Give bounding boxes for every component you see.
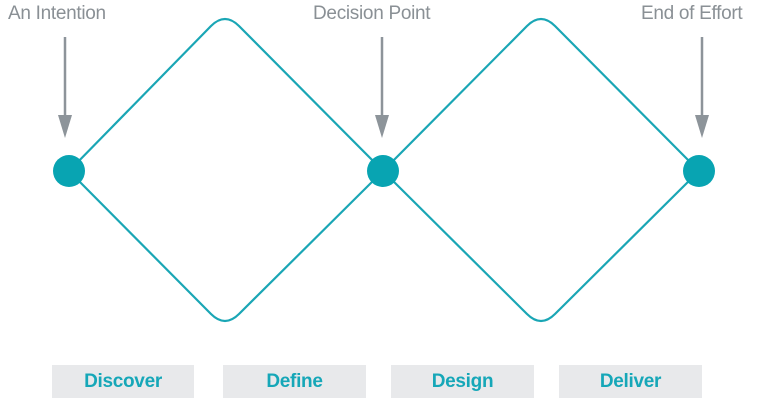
phase-define: Define bbox=[223, 365, 366, 398]
decision-node bbox=[367, 155, 399, 187]
phase-discover: Discover bbox=[52, 365, 194, 398]
diamond-design-deliver bbox=[381, 17, 701, 323]
label-decision-point: Decision Point bbox=[313, 3, 431, 24]
phase-deliver: Deliver bbox=[559, 365, 702, 398]
arrow-icon bbox=[58, 37, 72, 138]
intention-node bbox=[53, 155, 85, 187]
label-an-intention: An Intention bbox=[8, 3, 106, 24]
diamond-discover-define bbox=[67, 17, 385, 323]
arrow-icon bbox=[695, 37, 709, 138]
phase-design: Design bbox=[391, 365, 534, 398]
arrow-icon bbox=[375, 37, 389, 138]
end-node bbox=[683, 155, 715, 187]
label-end-of-effort: End of Effort bbox=[641, 3, 743, 24]
